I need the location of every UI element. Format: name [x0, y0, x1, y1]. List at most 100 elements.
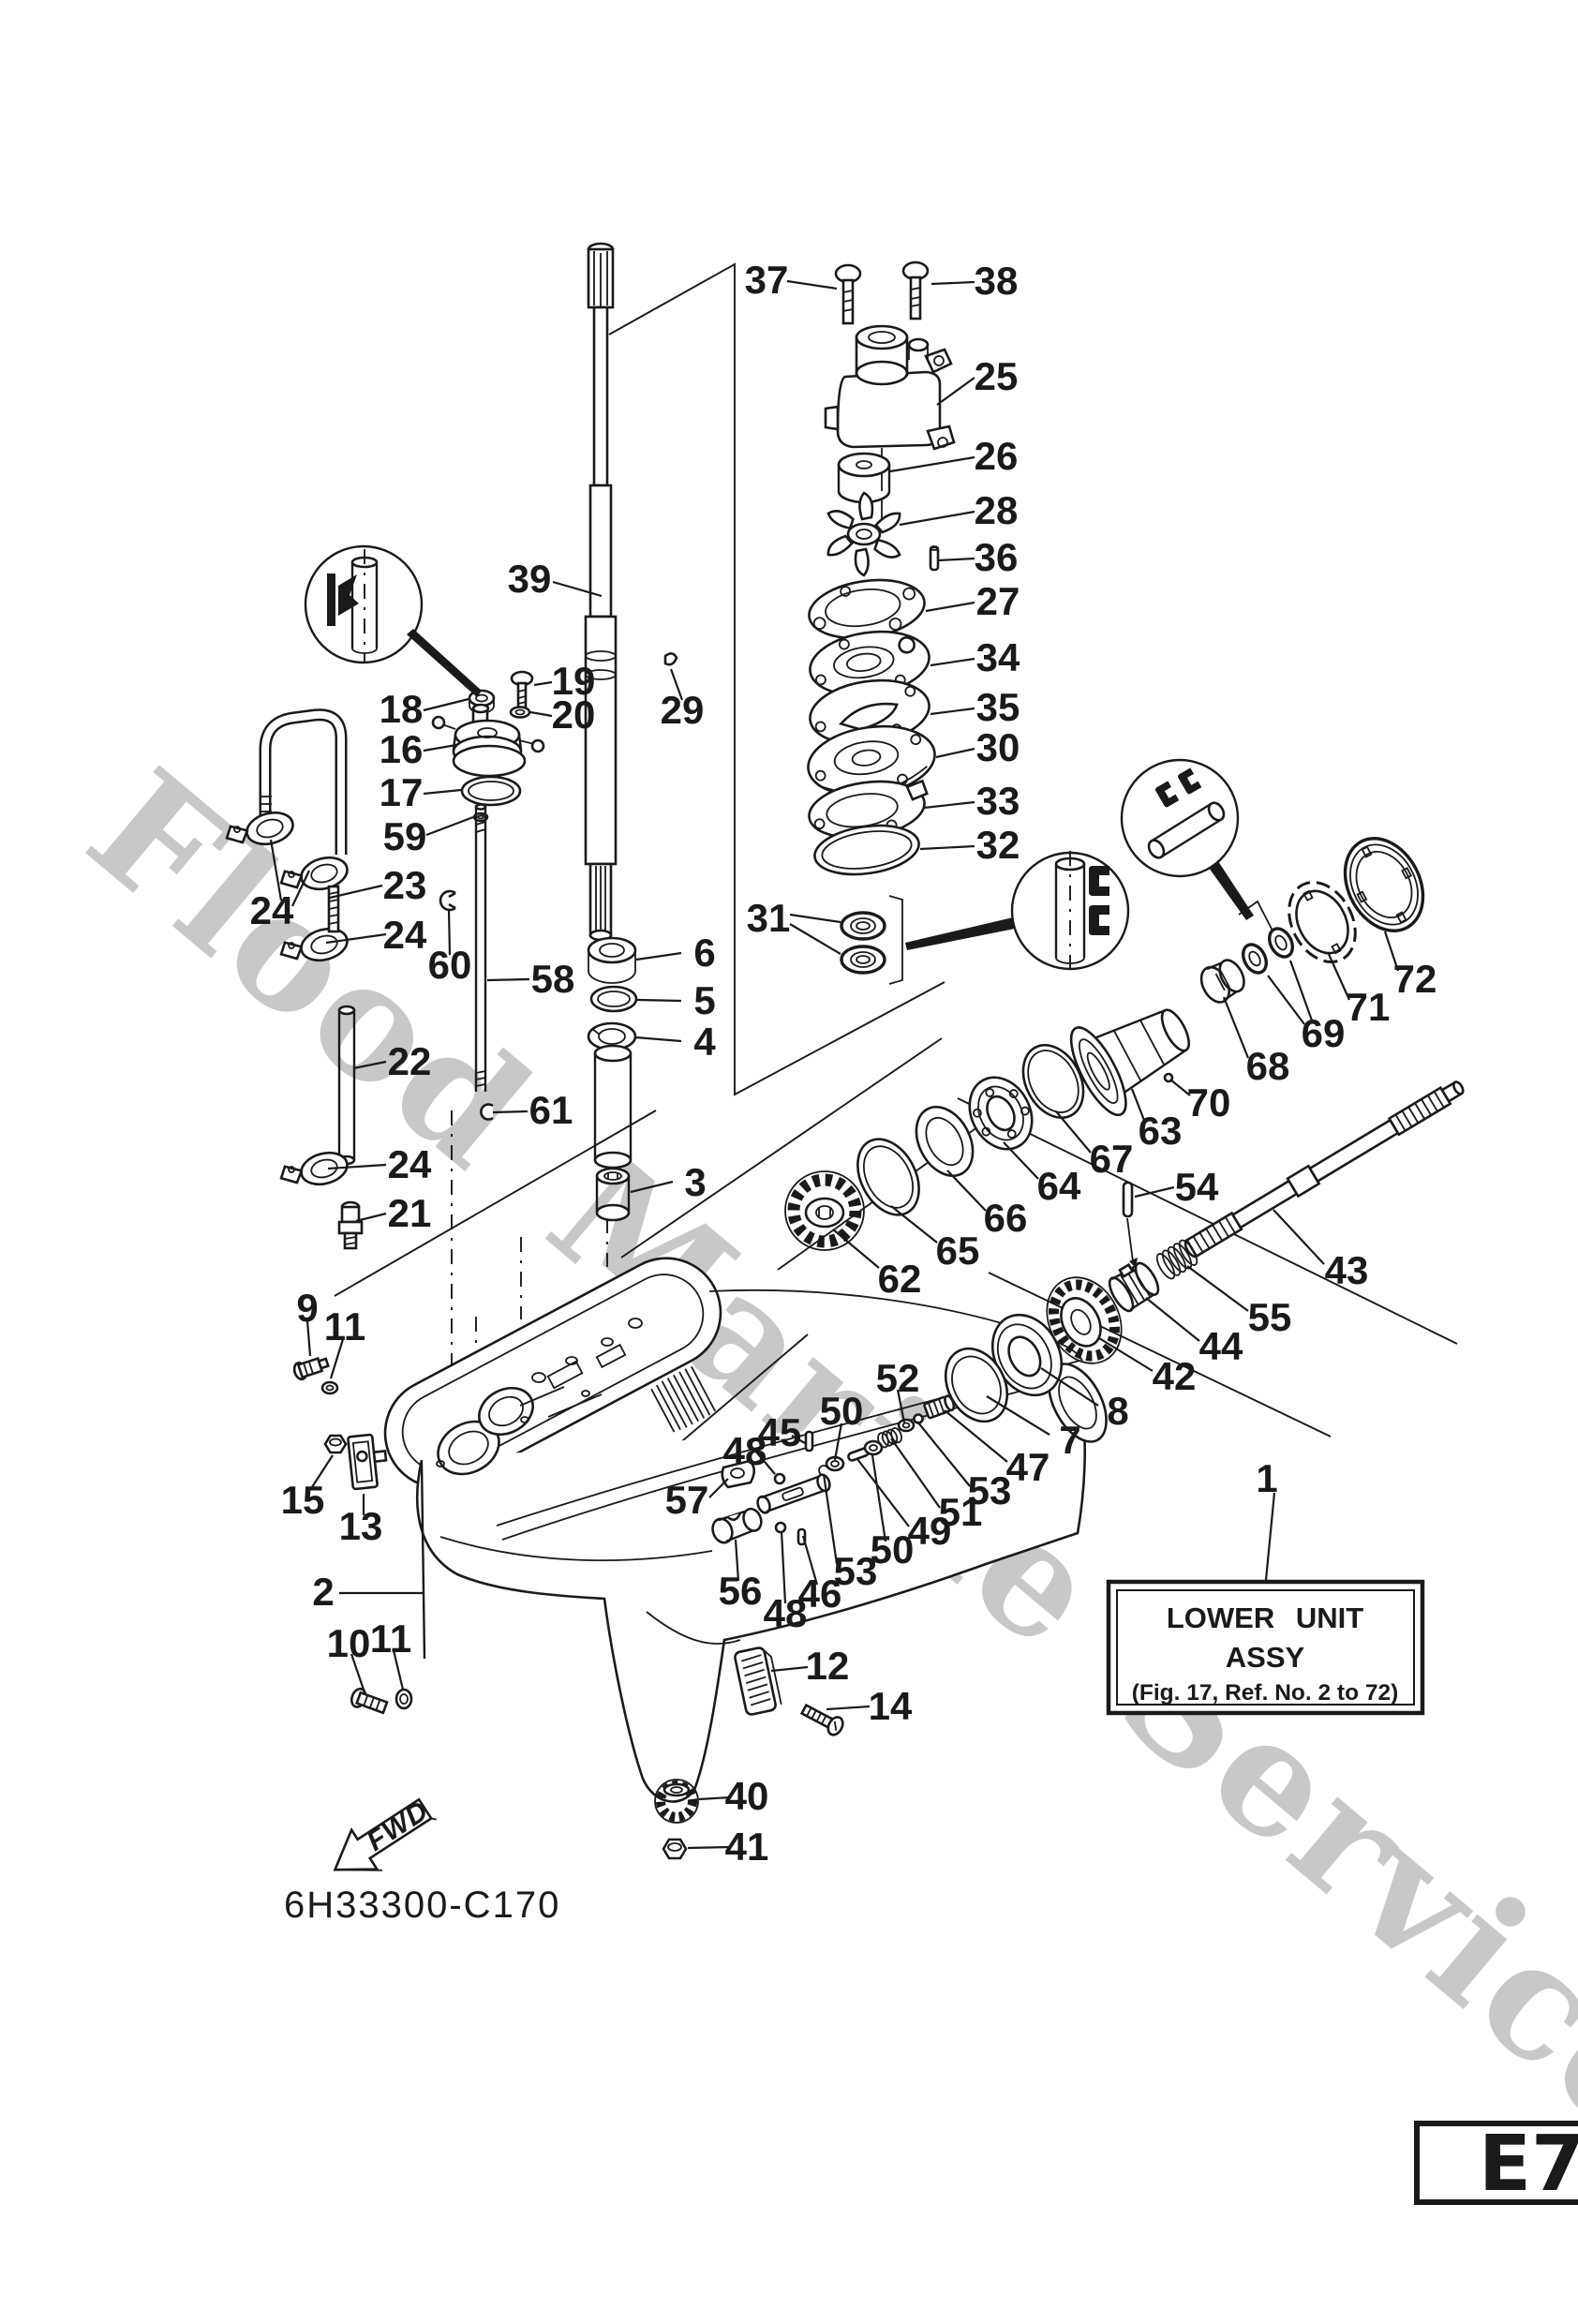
part-drain-plugs [292, 1356, 413, 1715]
callout-38: 38 [975, 259, 1019, 303]
leader-line [916, 1421, 971, 1487]
callout-49: 49 [908, 1509, 952, 1553]
leader-line [634, 1035, 682, 1043]
callout-70: 70 [1187, 1080, 1231, 1125]
callout-25: 25 [975, 354, 1019, 398]
leader-line [930, 280, 975, 286]
fwd-label: FWD [362, 1795, 435, 1857]
leader-line [698, 1795, 732, 1801]
leader-line [1134, 1185, 1175, 1199]
leader-line [856, 1458, 910, 1527]
callout-23: 23 [383, 863, 427, 907]
callout-71: 71 [1347, 985, 1391, 1029]
callout-7: 7 [1059, 1418, 1080, 1462]
leader-line [1222, 996, 1250, 1059]
callout-52: 52 [876, 1356, 920, 1400]
page-tab: E7 [1414, 2120, 1578, 2209]
leader-line [329, 884, 383, 900]
leader-line [423, 788, 462, 796]
part-hose-clamps [225, 811, 349, 1186]
leader-line [1098, 1337, 1154, 1372]
leader-line [1040, 1367, 1099, 1407]
callout-72: 72 [1393, 957, 1437, 1001]
leader-line [896, 1389, 906, 1423]
callout-42: 42 [1153, 1354, 1197, 1398]
callout-32: 32 [976, 823, 1020, 867]
leader-line [833, 1423, 843, 1461]
part-shift-rod [439, 803, 494, 1121]
callout-59: 59 [383, 814, 427, 858]
callout-3: 3 [684, 1160, 706, 1204]
leader-line [1130, 1088, 1147, 1124]
leader-line [1264, 1492, 1276, 1581]
leader-line [944, 1409, 1008, 1463]
leader-line [636, 998, 682, 1003]
leader-line [269, 839, 283, 901]
callout-66: 66 [984, 1196, 1028, 1240]
leader-line [899, 510, 975, 527]
leader-line [327, 1163, 387, 1170]
leader-line [635, 951, 682, 961]
skeg-detail [646, 1611, 741, 1645]
callout-67: 67 [1090, 1137, 1134, 1181]
callout-11: 11 [370, 1616, 411, 1661]
leader-line [789, 923, 841, 955]
leader-line [832, 1229, 880, 1269]
leader-line [325, 932, 387, 945]
callout-61: 61 [529, 1088, 573, 1132]
part-pinion-nut [654, 1779, 699, 1860]
part-reverse-gear [1046, 1276, 1123, 1364]
leader-lines [269, 279, 1400, 1850]
leader-line [780, 1530, 787, 1604]
part-prop-shaft [944, 1080, 1465, 1423]
fwd-arrow: FWD [333, 1795, 437, 1871]
part-shims-and-bearing [856, 1044, 1085, 1216]
callout-60: 60 [428, 943, 472, 987]
leader-line [789, 913, 841, 924]
callout-28: 28 [975, 488, 1019, 532]
callout-35: 35 [976, 685, 1020, 729]
deck-bolt-holes [436, 1318, 643, 1467]
callout-63: 63 [1139, 1109, 1183, 1153]
part-pinion-gear [784, 1170, 865, 1251]
callout-24: 24 [383, 913, 427, 957]
part-bearing-carrier [1069, 837, 1425, 1117]
leader-line [935, 747, 975, 759]
callout-51: 51 [939, 1490, 983, 1534]
callout-31: 31 [747, 896, 791, 940]
part-oil-pump [431, 652, 678, 823]
leader-line [1273, 1209, 1325, 1265]
leader-line [291, 870, 310, 907]
callout-37: 37 [745, 258, 789, 302]
leader-line [986, 1395, 1050, 1436]
leader-line [350, 1653, 366, 1693]
leader-line [708, 1478, 729, 1498]
leader-line [1267, 975, 1305, 1025]
callout-6: 6 [693, 931, 715, 975]
leader-line [826, 1705, 871, 1711]
leader-line [930, 707, 975, 716]
figure-code: 6H33300-C170 [284, 1885, 560, 1926]
part-clutch-dog [1108, 1261, 1160, 1313]
callout-50: 50 [820, 1389, 864, 1433]
leader-line [801, 1535, 819, 1586]
callout-46: 46 [798, 1572, 842, 1616]
callout-53: 53 [834, 1549, 878, 1593]
leader-line [919, 844, 975, 851]
leader-line [492, 1110, 528, 1114]
callout-15: 15 [281, 1478, 325, 1522]
callout-48: 48 [723, 1429, 767, 1473]
callout-24: 24 [388, 1142, 432, 1186]
callout-53: 53 [968, 1468, 1012, 1512]
callout-45: 45 [758, 1410, 802, 1454]
callout-13: 13 [339, 1504, 383, 1548]
assembly-label-line1: LOWER UNIT [1167, 1601, 1363, 1634]
leader-line [889, 455, 975, 473]
callout-2: 2 [312, 1570, 334, 1614]
leader-line [791, 1435, 806, 1444]
callout-57: 57 [665, 1478, 709, 1522]
part-driveshaft-seals [587, 936, 638, 1222]
leader-line [749, 1443, 776, 1475]
